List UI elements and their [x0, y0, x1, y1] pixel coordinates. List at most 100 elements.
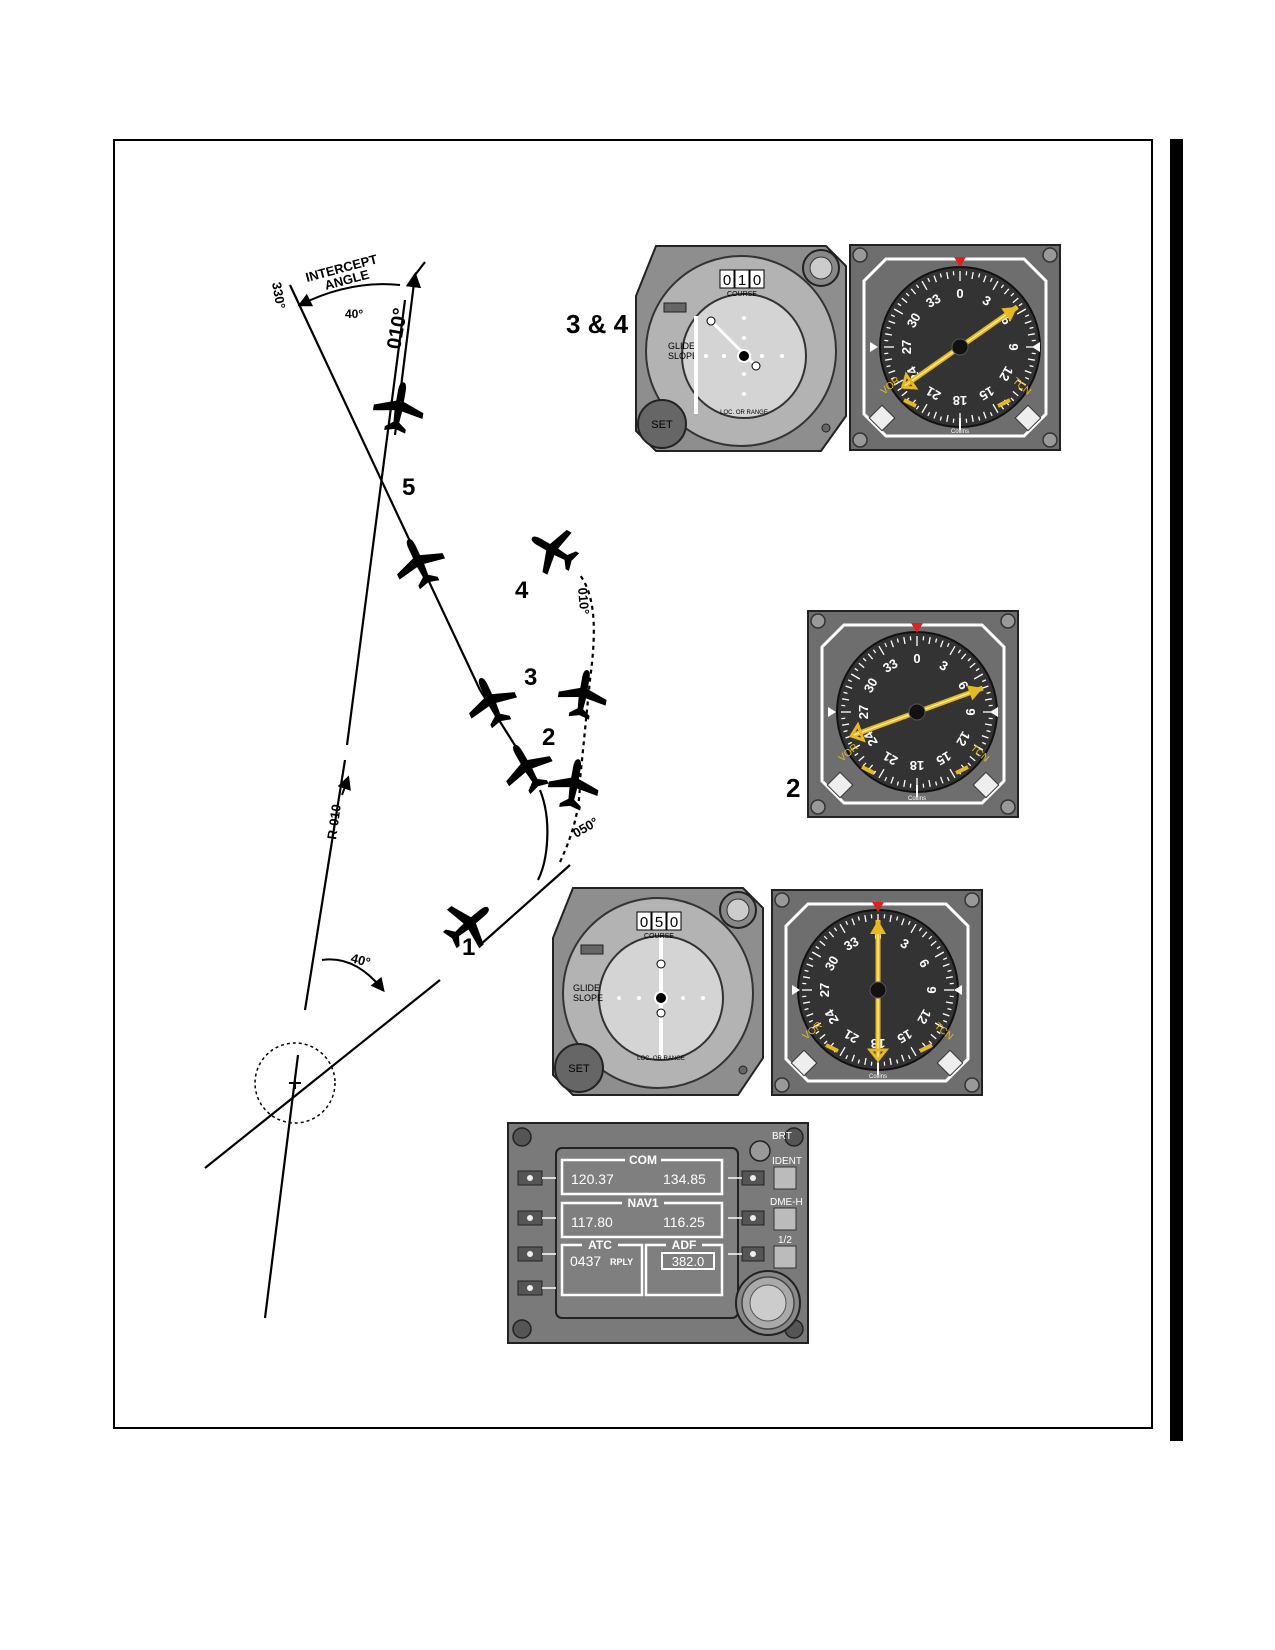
rmi-selector-knob[interactable] — [936, 1049, 964, 1077]
ident-label: IDENT — [772, 1156, 802, 1167]
radial-330-label: 330° — [269, 281, 288, 310]
glide-slope-label-2: SLOPE — [668, 351, 698, 361]
tuning-knob[interactable] — [735, 1270, 801, 1336]
rmi-card-label: 15 — [934, 748, 954, 768]
aircraft-position-2-dotted — [544, 754, 604, 814]
glide-slope-label-1: GLIDE — [668, 341, 695, 351]
rmi-brand: Collins — [908, 796, 926, 802]
brightness-knob[interactable] — [749, 1140, 771, 1162]
rmi-card-label: 21 — [880, 748, 900, 768]
com-active-freq[interactable]: 120.37 — [571, 1171, 614, 1187]
half-label: 1/2 — [778, 1235, 792, 1246]
glide-slope-label-1: GLIDE — [573, 983, 600, 993]
rmi-card-label: 33 — [841, 934, 861, 954]
position-5-label: 5 — [402, 474, 415, 501]
display-screen — [555, 1147, 739, 1319]
cdi-indicator-top: 0 1 0 COURSE GLIDE SLOPE LOC. OR RANGE S… — [635, 245, 847, 452]
rmi-card-label: 0 — [956, 286, 963, 301]
course-digit-3: 0 — [670, 914, 678, 931]
rmi-card-label: 9 — [1006, 343, 1021, 350]
aircraft-position-5-upper — [369, 377, 429, 437]
rmi-card-label: 27 — [899, 340, 914, 354]
position-1-label: 1 — [462, 934, 475, 961]
lsk-left-1[interactable] — [517, 1170, 556, 1186]
brt-label: BRT — [772, 1131, 792, 1142]
angle-40-top: 40° — [345, 307, 363, 321]
nav1-standby-freq[interactable]: 116.25 — [663, 1214, 705, 1230]
lsk-left-3[interactable] — [517, 1246, 556, 1262]
course-050-line-2 — [479, 864, 571, 946]
rmi-card-label: 9 — [924, 986, 939, 993]
course-digit-2: 5 — [655, 914, 663, 931]
rmi-card-label: 15 — [977, 383, 997, 403]
atc-title: ATC — [588, 1238, 612, 1252]
rmi-selector-knob[interactable] — [790, 1049, 818, 1077]
set-knob[interactable]: SET — [637, 399, 687, 449]
course-window: 0 1 0 — [719, 269, 765, 289]
half-button[interactable] — [773, 1245, 797, 1269]
rmi-selector-knob[interactable] — [826, 771, 854, 799]
rmi-selector-knob[interactable] — [868, 404, 896, 432]
instrument-group-34-label: 3 & 4 — [566, 309, 629, 339]
course-050-line — [204, 979, 441, 1169]
change-bar — [1170, 139, 1183, 1441]
lsk-right-3[interactable] — [728, 1246, 765, 1262]
rmi-card-label: 0 — [913, 651, 920, 666]
com-title: COM — [629, 1153, 657, 1167]
rmi-card-label: 12 — [996, 364, 1016, 384]
nav1-title: NAV1 — [627, 1196, 658, 1210]
rmi-card-label: 27 — [817, 983, 832, 997]
radio-control-panel: COM 120.37 134.85 NAV1 117.80 116.25 ATC… — [507, 1122, 809, 1344]
rmi-selector-knob[interactable] — [1014, 404, 1042, 432]
course-010-tail — [414, 261, 426, 276]
course-window: 0 5 0 — [636, 911, 682, 931]
glide-slope-label-2: SLOPE — [573, 993, 603, 1003]
aircraft-position-3 — [457, 667, 525, 735]
position-4-label: 4 — [515, 577, 529, 604]
angle-40-bottom: 40° — [349, 950, 372, 970]
intercept-angle-arc — [297, 283, 401, 307]
rmi-card-label: 30 — [904, 310, 924, 330]
rmi-selector-knob[interactable] — [972, 771, 1000, 799]
left-line-select-keys — [517, 1170, 556, 1296]
lsk-left-4[interactable] — [517, 1280, 556, 1296]
turn-arc — [537, 789, 549, 881]
heading-050-label: 050° — [570, 814, 601, 840]
dme-hold-button[interactable] — [773, 1207, 797, 1231]
rmi-card-label: 12 — [953, 729, 973, 749]
rmi-card-label: 18 — [953, 393, 967, 408]
station-compass-rose — [254, 1042, 336, 1124]
instrument-group-2-label: 2 — [786, 773, 800, 803]
lsk-left-2[interactable] — [517, 1210, 556, 1226]
atc-code[interactable]: 0437 — [570, 1253, 601, 1269]
rmi-card-label: 27 — [856, 705, 871, 719]
rmi-card-label: 21 — [923, 383, 943, 403]
rmi-card-label: 33 — [880, 656, 900, 676]
rmi-card-label: 15 — [895, 1026, 915, 1046]
course-digit-2: 1 — [738, 272, 746, 289]
loc-range-label: LOC. OR RANGE — [637, 1056, 685, 1062]
course-digit-3: 0 — [753, 272, 761, 289]
set-label: SET — [568, 1063, 590, 1075]
rmi-brand: Collins — [869, 1074, 887, 1080]
ident-button[interactable] — [773, 1166, 797, 1190]
nav1-active-freq[interactable]: 117.80 — [571, 1214, 613, 1230]
course-label: COURSE — [644, 933, 674, 940]
com-standby-freq[interactable]: 134.85 — [663, 1171, 706, 1187]
atc-reply: RPLY — [610, 1257, 633, 1267]
aircraft-position-4 — [519, 516, 587, 584]
lsk-right-2[interactable] — [728, 1210, 765, 1226]
course-digit-1: 0 — [723, 272, 731, 289]
set-label: SET — [651, 419, 673, 431]
cdi-indicator-bottom: 0 5 0 COURSE GLIDE SLOPE LOC. OR RANGE S… — [552, 887, 764, 1096]
lsk-right-1[interactable] — [728, 1170, 765, 1186]
adf-freq[interactable]: 382.0 — [672, 1254, 705, 1269]
set-knob[interactable]: SET — [554, 1043, 604, 1093]
rmi-card-label: 30 — [861, 675, 881, 695]
adf-title: ADF — [672, 1238, 697, 1252]
figure-frame — [113, 139, 1153, 1429]
rmi-card-label: 18 — [910, 758, 924, 773]
position-3-label: 3 — [524, 664, 537, 691]
course-digit-1: 0 — [640, 914, 648, 931]
